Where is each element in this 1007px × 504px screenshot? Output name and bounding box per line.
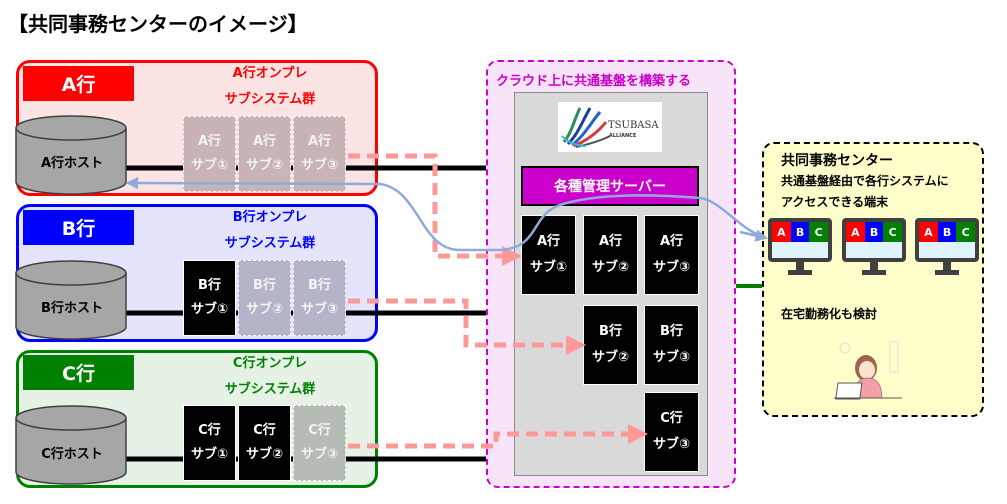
sub-bank: A行 xyxy=(598,234,623,249)
sub-number: サブ① xyxy=(190,302,228,317)
screen-label-a: A xyxy=(846,222,865,242)
bank-b-tag: B行 xyxy=(23,210,134,245)
center-desc-line1: 共通基盤経由で各行システムに xyxy=(781,174,949,188)
sub-bank: A行 xyxy=(536,234,561,249)
sub-bank: B行 xyxy=(599,324,622,339)
bank-a-subtitle: A行オンプレ サブシステム群 xyxy=(185,61,355,113)
sub-bank: A行 xyxy=(252,134,277,149)
screen-label-a: A xyxy=(919,222,938,242)
remote-work-note: 在宅勤務化も検討 xyxy=(781,307,878,321)
center-desc-line2: アクセスできる端末 xyxy=(781,195,889,209)
bank-b-sub-3: B行サブ③ xyxy=(293,260,346,336)
sub-number: サブ③ xyxy=(300,158,338,173)
bank-b-sub-1: B行サブ① xyxy=(183,260,236,336)
database-icon xyxy=(15,405,127,485)
bank-a-sub-3: A行サブ③ xyxy=(293,116,346,192)
host-c-label: C行ホスト xyxy=(41,447,103,462)
database-icon xyxy=(15,115,127,195)
host-a-label: A行ホスト xyxy=(40,156,104,171)
screen-label-c: C xyxy=(809,222,829,242)
screen-label-b: B xyxy=(864,222,884,242)
bank-c-sub-2: C行サブ② xyxy=(238,405,291,481)
center-description: 共通基盤経由で各行システムに アクセスできる端末 xyxy=(781,171,949,213)
bank-c-sub-3: C行サブ③ xyxy=(293,405,346,481)
bank-a-subtitle-line2: サブシステム群 xyxy=(224,92,316,107)
cloud-label: クラウド上に共通基盤を構築する xyxy=(496,74,692,89)
cloud-sub-c3: C行サブ③ xyxy=(644,392,699,472)
host-b xyxy=(14,259,127,340)
access-arrow-end xyxy=(739,229,769,242)
sub-bank: C行 xyxy=(308,423,331,438)
logo-subtext: ALLIANCE xyxy=(609,133,637,139)
sub-bank: C行 xyxy=(198,423,221,438)
sub-bank: C行 xyxy=(660,411,683,426)
database-icon xyxy=(15,260,127,340)
bank-a-sub-2: A行サブ② xyxy=(238,116,291,192)
sub-number: サブ③ xyxy=(300,302,338,317)
terminal-3: A B C xyxy=(915,218,979,278)
bank-b-subtitle: B行オンプレ サブシステム群 xyxy=(185,205,355,257)
bank-a-subtitle-line1: A行オンプレ xyxy=(232,66,308,81)
bank-b-subtitle-line2: サブシステム群 xyxy=(224,236,316,251)
bank-b-subtitle-line1: B行オンプレ xyxy=(232,210,308,225)
sub-number: サブ② xyxy=(245,302,283,317)
bank-c-subtitle: C行オンプレ サブシステム群 xyxy=(185,351,355,403)
bank-a-sub-1: A行サブ① xyxy=(183,116,236,192)
screen-label-b: B xyxy=(790,222,810,242)
host-c xyxy=(14,404,127,485)
sub-number: サブ② xyxy=(245,447,283,462)
cloud-sub-a1: A行サブ① xyxy=(521,215,576,295)
sub-bank: B行 xyxy=(198,278,221,293)
sub-number: サブ③ xyxy=(652,350,690,365)
terminal-1: A B C xyxy=(768,218,832,278)
screen-label-c: C xyxy=(956,222,976,242)
sub-bank: B行 xyxy=(308,278,331,293)
sub-number: サブ② xyxy=(591,260,629,275)
bank-c-sub-1: C行サブ① xyxy=(183,405,236,481)
sub-bank: A行 xyxy=(197,134,222,149)
cloud-sub-a2: A行サブ② xyxy=(583,215,638,295)
sub-bank: B行 xyxy=(253,278,276,293)
sub-number: サブ① xyxy=(529,260,567,275)
sub-bank: C行 xyxy=(253,423,276,438)
screen-label-b: B xyxy=(937,222,957,242)
host-a xyxy=(14,114,127,195)
sub-number: サブ③ xyxy=(652,437,690,452)
page-title: 【共同事務センターのイメージ】 xyxy=(8,12,308,36)
remote-worker-illustration xyxy=(834,341,902,400)
management-server: 各種管理サーバー xyxy=(521,166,699,206)
host-b-label: B行ホスト xyxy=(41,301,103,316)
logo-text: TSUBASA xyxy=(608,120,659,131)
sub-bank: A行 xyxy=(307,134,332,149)
sub-number: サブ② xyxy=(591,350,629,365)
monitor-icon: A B C xyxy=(915,218,979,262)
sub-number: サブ② xyxy=(245,158,283,173)
cloud-sub-b3: B行サブ③ xyxy=(644,305,699,385)
bank-b-sub-2: B行サブ② xyxy=(238,260,291,336)
bank-c-subtitle-line1: C行オンプレ xyxy=(232,356,308,371)
screen-label-c: C xyxy=(883,222,903,242)
tsubasa-logo: TSUBASA ALLIANCE xyxy=(558,102,662,152)
bank-c-subtitle-line2: サブシステム群 xyxy=(224,382,316,397)
terminal-2: A B C xyxy=(842,218,906,278)
sub-number: サブ③ xyxy=(300,447,338,462)
center-title: 共同事務センター xyxy=(781,153,893,169)
sub-bank: A行 xyxy=(659,234,684,249)
sub-bank: B行 xyxy=(660,324,683,339)
sub-number: サブ① xyxy=(190,158,228,173)
monitor-icon: A B C xyxy=(842,218,906,262)
sub-number: サブ③ xyxy=(652,260,690,275)
tsubasa-wing-icon xyxy=(561,107,611,148)
bank-c-tag: C行 xyxy=(23,355,134,390)
cloud-sub-a3: A行サブ③ xyxy=(644,215,699,295)
monitor-icon: A B C xyxy=(768,218,832,262)
screen-label-a: A xyxy=(772,222,791,242)
cloud-sub-b2: B行サブ② xyxy=(583,305,638,385)
bank-a-tag: A行 xyxy=(23,66,134,101)
sub-number: サブ① xyxy=(190,447,228,462)
